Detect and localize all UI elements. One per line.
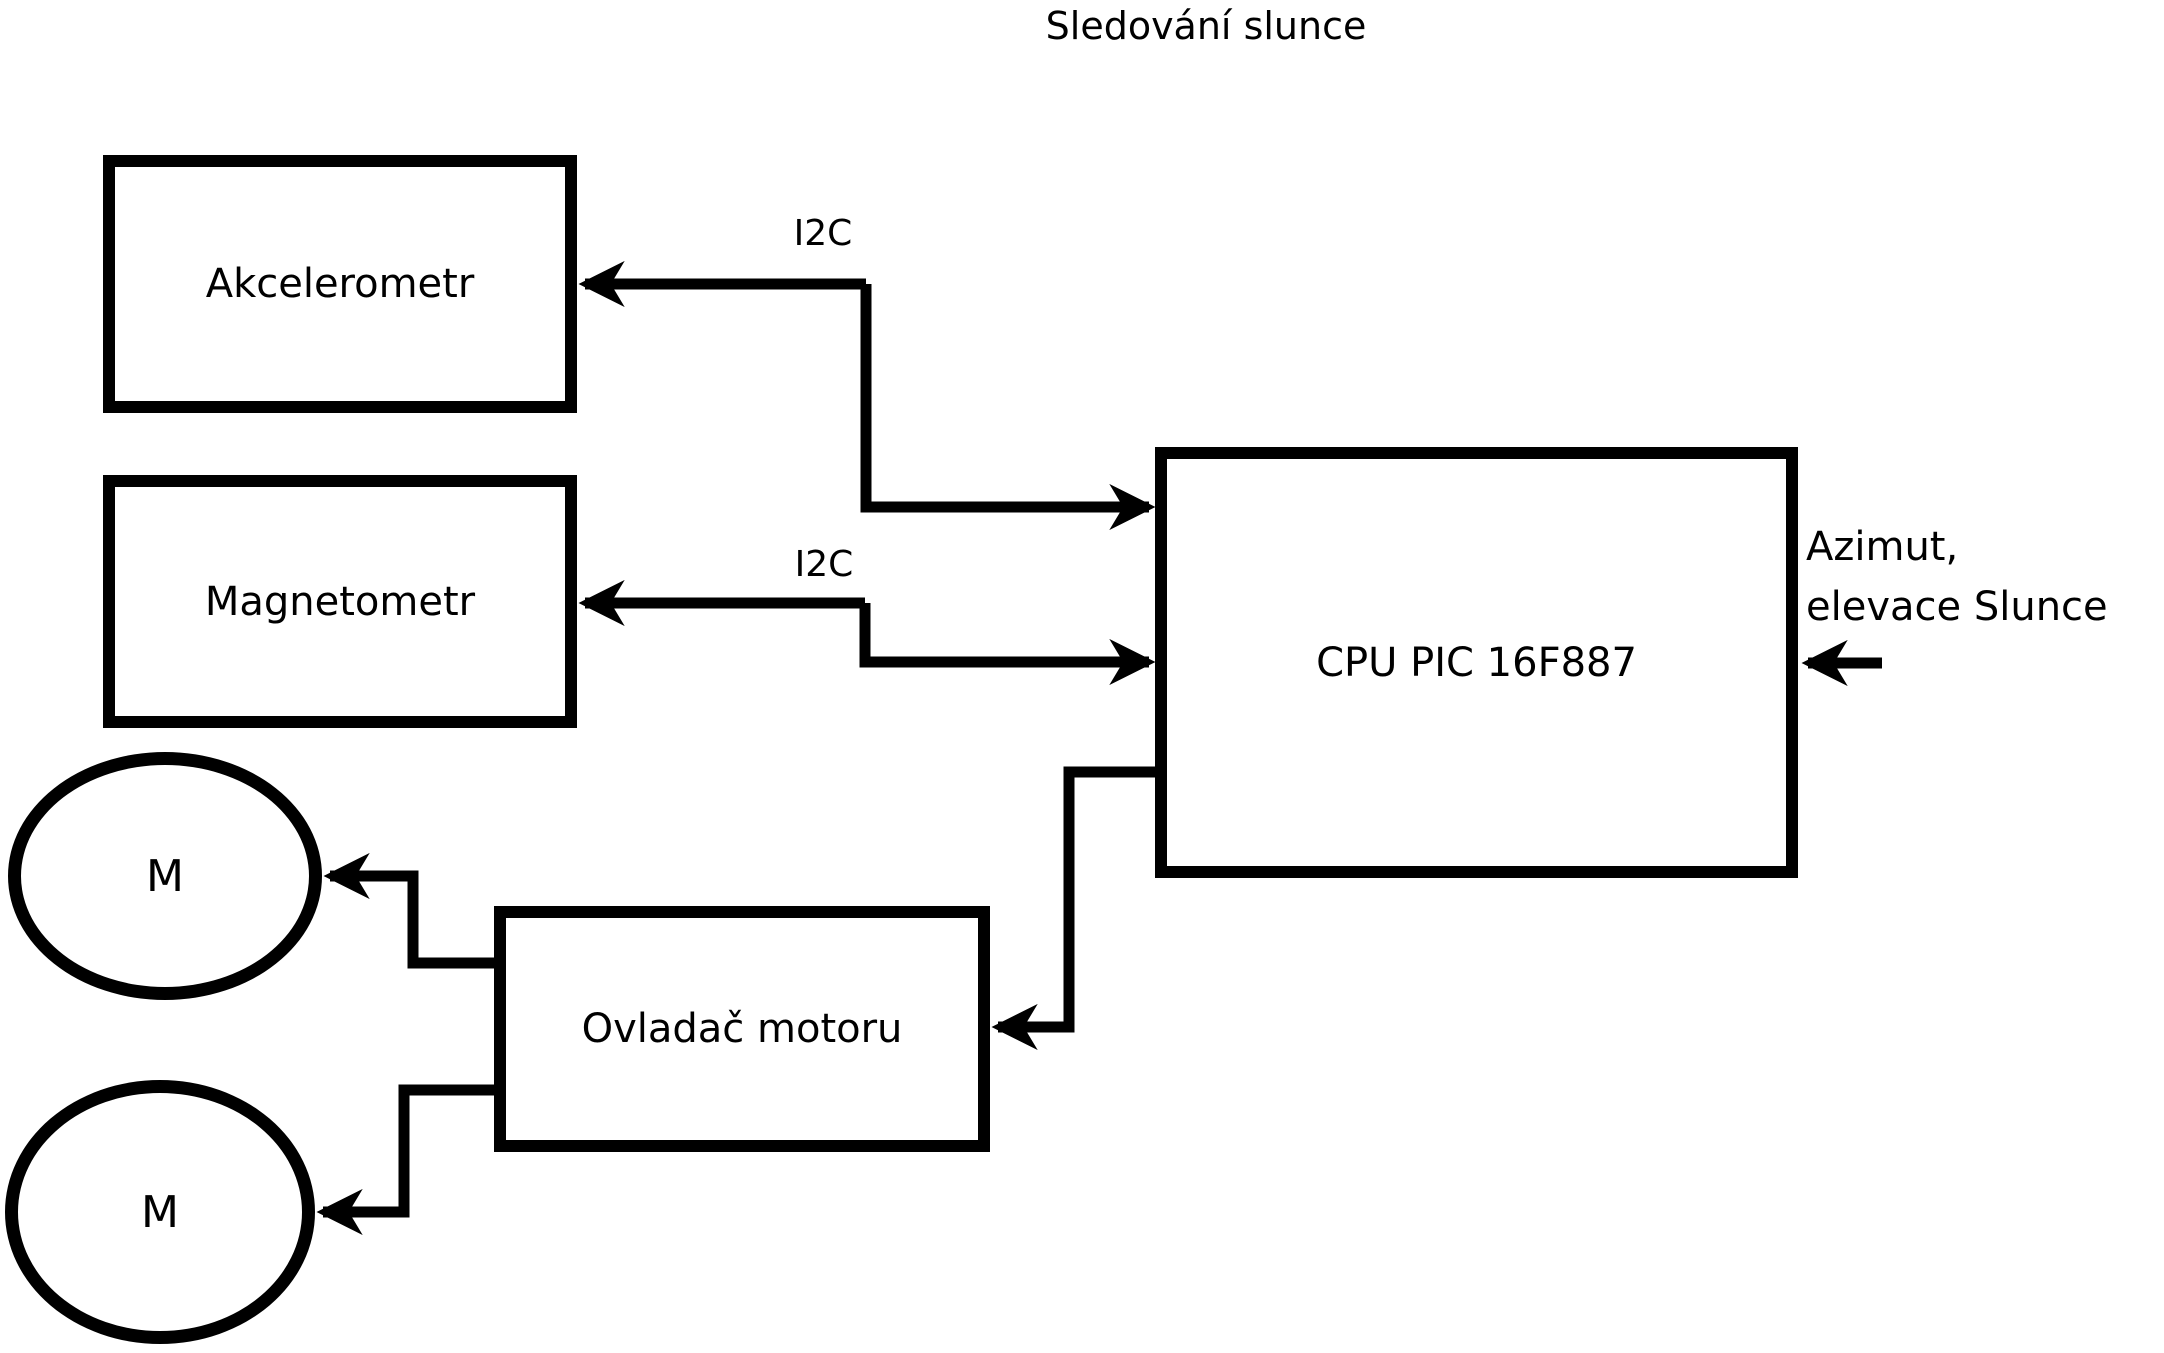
motor1-label: M [146,850,184,902]
wire-i2c-magnetometr-to-cpu [859,603,1156,686]
motor-driver-label: Ovladač motoru [581,1006,903,1052]
motor2-circle: M [5,1080,315,1344]
azimut-label-line1: Azimut, [1806,524,1959,570]
magnetometr-label: Magnetometr [204,578,476,625]
motor1-circle: M [8,752,322,1000]
cpu-label: CPU PIC 16F887 [1316,639,1637,686]
akcelerometr-box: Akcelerometr [103,155,577,413]
cpu-box: CPU PIC 16F887 [1155,447,1798,878]
azimut-label: Azimut, elevace Slunce [1806,517,2108,637]
azimut-label-line2: elevace Slunce [1806,584,2108,630]
wire-cpu-to-motor-driver [991,766,1160,1051]
i2c-label-magnetometr: I2C [794,544,854,585]
akcelerometr-label: Akcelerometr [205,261,475,307]
diagram-title: Sledování slunce [1045,4,1367,48]
wire-motor-driver-to-motor1 [323,852,496,969]
wire-motor-driver-to-motor2 [316,1084,496,1236]
motor-driver-box: Ovladač motoru [494,906,990,1152]
motor2-label: M [141,1186,179,1238]
magnetometr-box: Magnetometr [103,475,577,728]
i2c-label-akcelerometr: I2C [793,213,853,254]
wire-i2c-akcelerometr-to-cpu [860,284,1156,531]
